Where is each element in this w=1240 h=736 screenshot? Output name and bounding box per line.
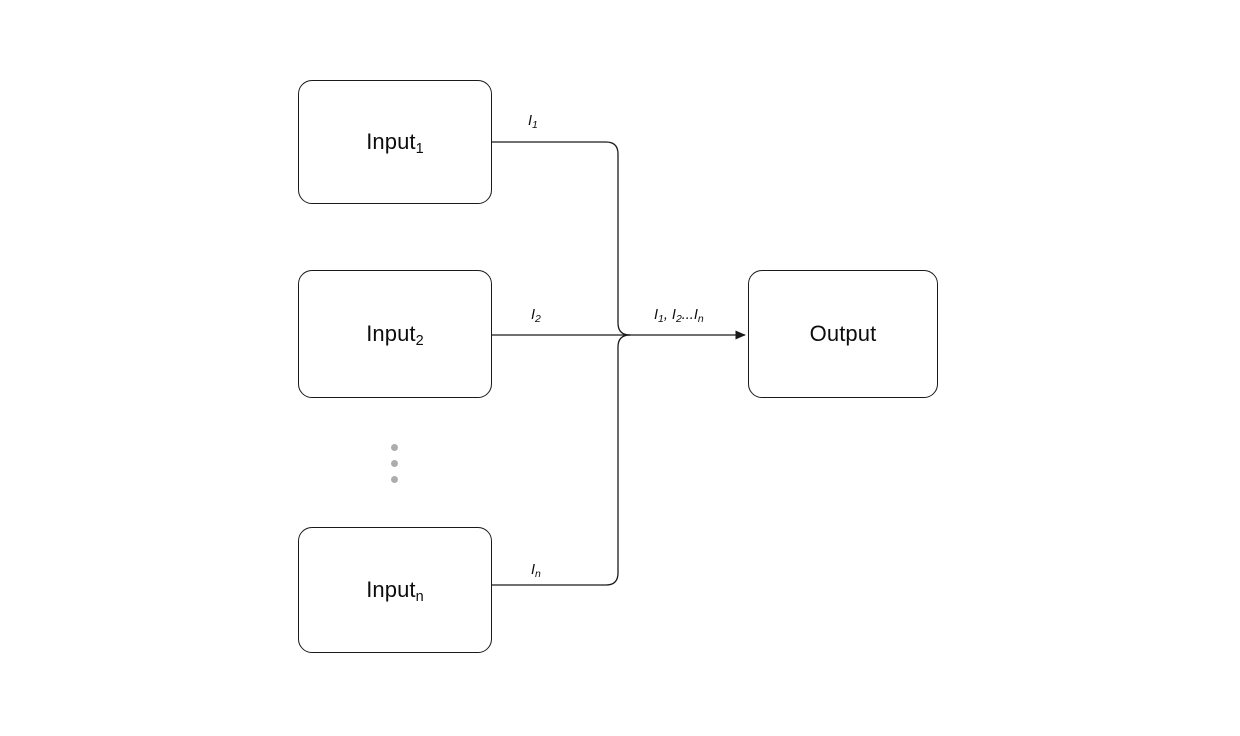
edge-label-input-1: I1 [528,113,538,131]
edge-label-input-2: I2 [531,307,541,325]
ellipsis-dot [391,460,398,467]
node-input-n[interactable]: Inputn [298,527,492,653]
node-output[interactable]: Output [748,270,938,398]
connector-input-1 [491,141,631,336]
edge-label-input-n: In [531,562,541,580]
node-input-1[interactable]: Input1 [298,80,492,204]
ellipsis-dot [391,476,398,483]
edge-label-merged: I1, I2...In [654,307,704,325]
node-input-2-label: Input2 [366,321,424,349]
node-input-n-label: Inputn [366,577,424,605]
node-input-2[interactable]: Input2 [298,270,492,398]
connector-input-n [491,334,631,586]
node-input-1-label: Input1 [366,129,424,157]
node-output-label: Output [809,321,877,346]
ellipsis-dot [391,444,398,451]
vertical-ellipsis [391,444,398,483]
